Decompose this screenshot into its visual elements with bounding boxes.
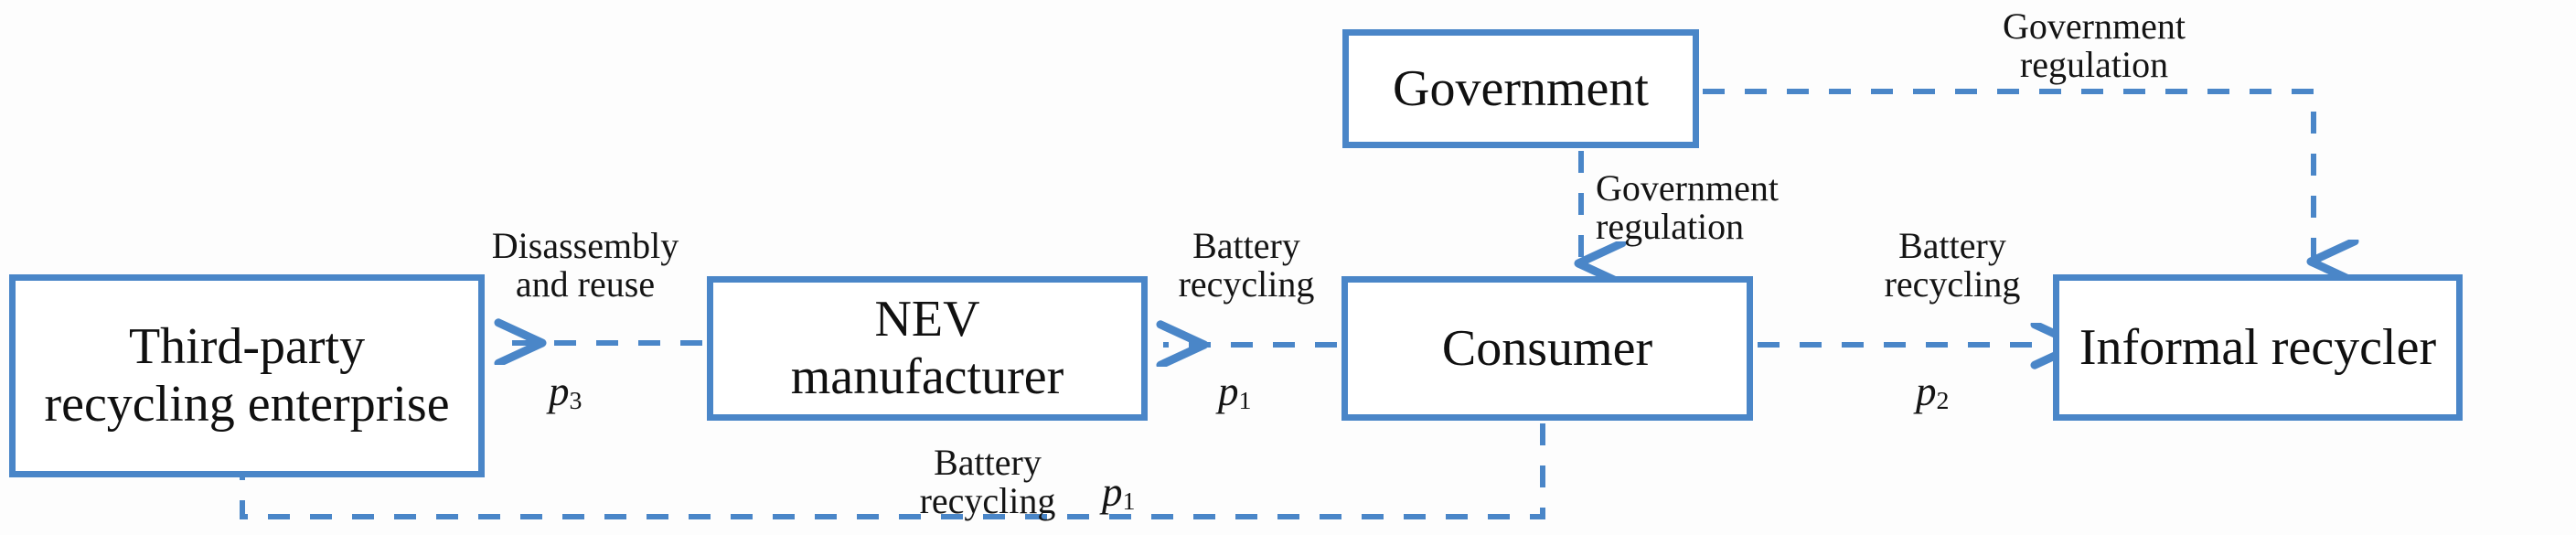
edge-label-battery-recycling-bottom: Battery recycling bbox=[919, 442, 1056, 521]
price-label-p1-bottom: p1 bbox=[1102, 468, 1135, 517]
price-subscript-p3: 3 bbox=[569, 387, 583, 416]
node-consumer-label: Consumer bbox=[1441, 319, 1653, 377]
node-government[interactable]: Government bbox=[1342, 29, 1699, 148]
price-label-p3: p3 bbox=[549, 368, 582, 416]
price-subscript-p1-bottom: 1 bbox=[1122, 487, 1136, 517]
price-subscript-p1: 1 bbox=[1238, 387, 1252, 416]
price-symbol-p1: p bbox=[1218, 369, 1239, 414]
edge-label-government-regulation-informal: Government regulation bbox=[2003, 5, 2186, 85]
node-government-label: Government bbox=[1393, 59, 1649, 117]
node-informal-recycler-label: Informal recycler bbox=[2079, 318, 2437, 376]
node-informal-recycler[interactable]: Informal recycler bbox=[2053, 274, 2463, 421]
price-label-p1: p1 bbox=[1218, 368, 1251, 416]
price-subscript-p2: 2 bbox=[1936, 387, 1950, 416]
edge-label-battery-recycling-nev: Battery recycling bbox=[1178, 225, 1315, 305]
edge-label-battery-recycling-informal: Battery recycling bbox=[1884, 225, 2021, 305]
node-third-party-recycling-enterprise[interactable]: Third-party recycling enterprise bbox=[9, 274, 485, 477]
edge-label-government-regulation-consumer: Government regulation bbox=[1596, 167, 1779, 247]
price-symbol-p2: p bbox=[1916, 369, 1937, 414]
node-nev-manufacturer[interactable]: NEV manufacturer bbox=[707, 276, 1148, 421]
price-symbol-p3: p bbox=[549, 369, 570, 414]
price-symbol-p1-bottom: p bbox=[1102, 469, 1123, 515]
node-consumer[interactable]: Consumer bbox=[1341, 276, 1753, 421]
price-label-p2: p2 bbox=[1916, 368, 1949, 416]
node-nev-label: NEV manufacturer bbox=[790, 291, 1064, 405]
node-third-party-label: Third-party recycling enterprise bbox=[44, 318, 450, 433]
edge-label-disassembly-and-reuse: Disassembly and reuse bbox=[491, 225, 679, 305]
